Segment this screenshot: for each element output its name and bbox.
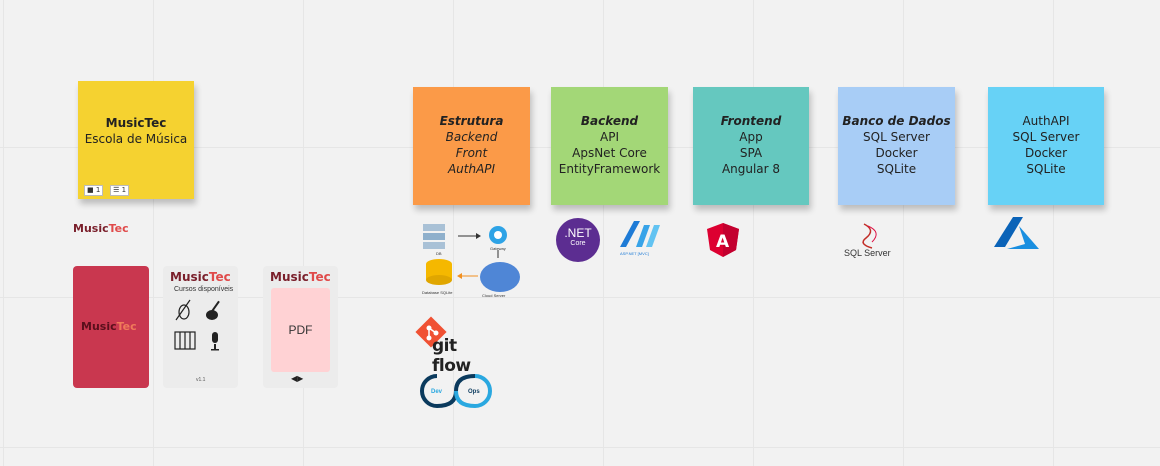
pdf-screen-card[interactable]: MusicTec PDF ◀▶ (263, 266, 338, 388)
note-line: SQL Server (1012, 130, 1080, 144)
instruments-icons (174, 299, 220, 351)
note-line: Docker (1024, 146, 1068, 160)
note-line: API (600, 130, 619, 144)
cloud-label: Cloud Server (482, 293, 506, 298)
courses-logo: MusicTec (170, 270, 231, 284)
checklist-chip[interactable]: ☰ 1 (110, 185, 130, 196)
comment-chip[interactable]: ■ 1 (84, 185, 104, 196)
note-line: SQLite (1026, 162, 1066, 176)
note-line: AuthAPI (447, 162, 496, 176)
sticky-chips: ■ 1 ☰ 1 (84, 180, 132, 196)
prev-page-button[interactable]: ◀ (291, 374, 298, 383)
svg-text:Dev: Dev (431, 389, 443, 395)
note-line: Front (455, 146, 488, 160)
dotnet-core-logo: .NET Core (556, 218, 600, 262)
pdf-card-logo: MusicTec (270, 270, 331, 284)
sqlite-label: Database SQLite (422, 290, 453, 295)
note-title: Backend (580, 114, 639, 128)
splash-screen-card[interactable]: MusicTec (73, 266, 149, 388)
angular-icon: A (707, 223, 739, 257)
splash-logo: MusicTec (81, 320, 137, 333)
note-line: Angular 8 (721, 162, 781, 176)
sticky-note-frontend[interactable]: Frontend App SPA Angular 8 (693, 87, 809, 205)
sticky-note-banco-de-dados[interactable]: Banco de Dados SQL Server Docker SQLite (838, 87, 955, 205)
violin-icon (175, 299, 191, 321)
musictec-logo-text: MusicTec (73, 222, 129, 235)
api-label: Gateway (490, 246, 506, 251)
note-line: ApsNet Core (572, 146, 647, 160)
svg-text:A: A (716, 232, 730, 252)
note-line: SPA (739, 146, 763, 160)
pdf-pager: ◀▶ (291, 374, 303, 383)
devops-icon: Dev Ops (420, 374, 492, 408)
pdf-preview[interactable]: PDF (271, 288, 330, 372)
note-line: AuthAPI (1022, 114, 1070, 128)
note-title: Banco de Dados (842, 114, 951, 128)
sql-server-text: SQL Server (844, 248, 891, 258)
git-icon (415, 316, 447, 348)
gear-icon (489, 226, 507, 244)
note-line: SQL Server (863, 130, 930, 144)
courses-subtitle: Cursos disponíveis (174, 286, 234, 293)
note-title: Estrutura (439, 114, 504, 128)
git-flow-text: git flow (432, 336, 471, 376)
courses-footer: v1.1 (196, 377, 206, 383)
sticky-note-backend[interactable]: Backend API ApsNet Core EntityFramework (551, 87, 668, 205)
server-icon (423, 224, 445, 249)
aspnet-label: ASP.NET [MVC] (620, 251, 649, 256)
guitar-icon (206, 300, 220, 320)
sticky-note-authapi[interactable]: AuthAPI SQL Server Docker SQLite (988, 87, 1104, 205)
note-line: Backend (445, 130, 498, 144)
note-line: App (739, 130, 763, 144)
next-page-button[interactable]: ▶ (297, 374, 304, 383)
sql-server-logo: SQL Server (844, 223, 891, 258)
note-line: Docker (875, 146, 918, 160)
courses-screen-card[interactable]: MusicTec Cursos disponíveis v1.1 (163, 266, 238, 388)
db-label: DB (436, 251, 442, 256)
sticky-note-musictec[interactable]: MusicTec Escola de Música ■ 1 ☰ 1 (78, 81, 194, 199)
sticky-note-estrutura[interactable]: Estrutura Backend Front AuthAPI (413, 87, 530, 205)
sticky-subtitle: Escola de Música (84, 132, 188, 146)
aspnet-mvc-logo: ASP.NET [MVC] (620, 221, 660, 256)
cloud-icon (480, 262, 520, 292)
architecture-diagram[interactable]: DB Gateway Cloud Server Database SQLite (418, 220, 526, 300)
svg-text:Ops: Ops (468, 389, 480, 395)
database-icon (426, 259, 452, 285)
git-flow-logo: git flow (415, 316, 495, 376)
note-line: EntityFramework (558, 162, 661, 176)
microphone-icon (211, 332, 219, 351)
note-title: Frontend (720, 114, 782, 128)
piano-icon (174, 331, 196, 350)
note-line: SQLite (876, 162, 917, 176)
azure-icon (994, 217, 1039, 249)
sticky-title: MusicTec (105, 116, 167, 130)
